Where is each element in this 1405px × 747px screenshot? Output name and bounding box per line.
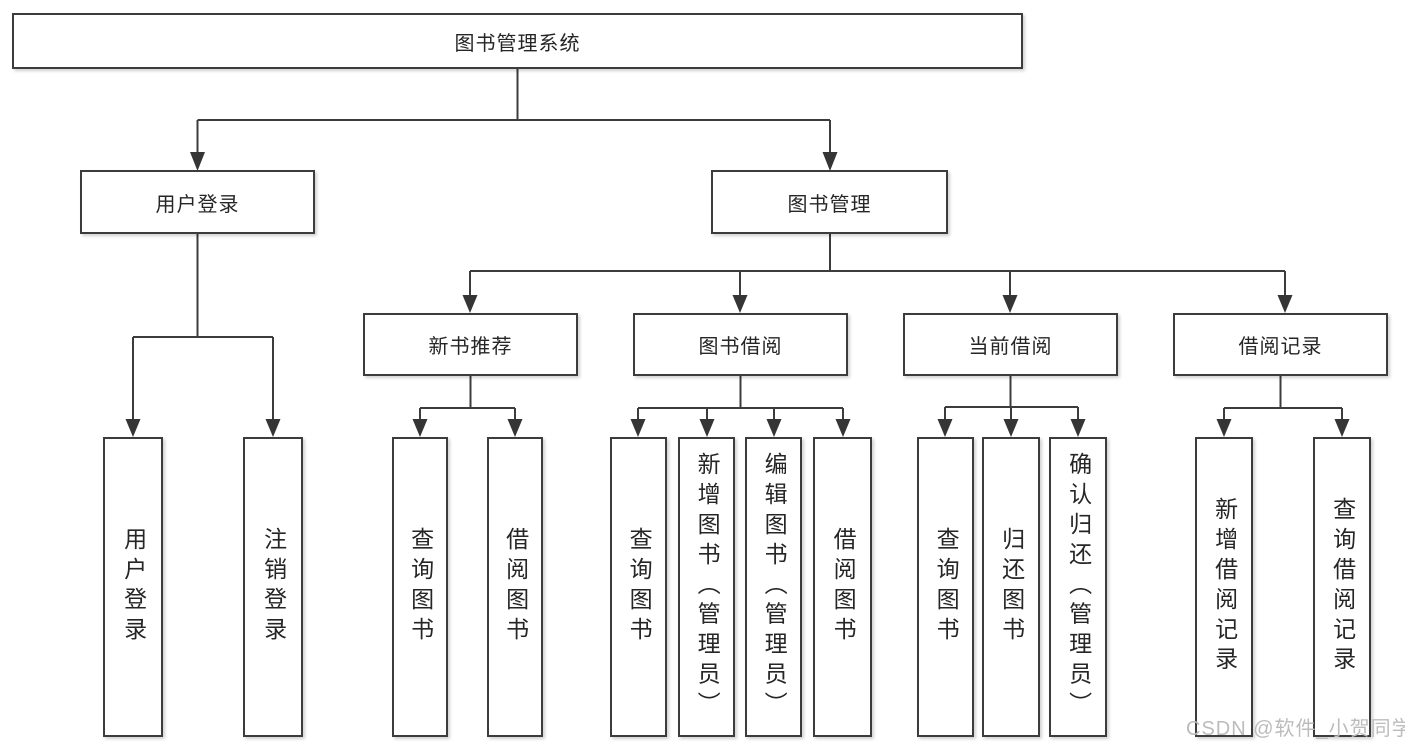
- connector-book-management-to-level3: [462, 234, 1293, 313]
- node-leaf-nbr-borrow-books: 借阅图书: [487, 437, 543, 737]
- node-leaf-bb-borrow-books: 借阅图书: [813, 437, 872, 737]
- node-current-borrowing: 当前借阅: [903, 313, 1118, 376]
- node-root-library-management-system: 图书管理系统: [12, 13, 1023, 69]
- node-leaf-br-add-record: 新增借阅记录: [1195, 437, 1253, 737]
- node-leaf-cb-confirm-return-admin: 确认归还（管理员）: [1049, 437, 1107, 737]
- node-leaf-bb-edit-books-admin: 编辑图书（管理员）: [745, 437, 802, 737]
- node-leaf-cb-query-books: 查询图书: [917, 437, 974, 737]
- connector-book-borrowing-to-leaves: [630, 376, 851, 437]
- node-book-management: 图书管理: [711, 170, 948, 234]
- node-book-borrowing: 图书借阅: [633, 313, 848, 376]
- node-borrowing-records: 借阅记录: [1173, 313, 1388, 376]
- node-leaf-cb-return-books: 归还图书: [982, 437, 1040, 737]
- connector-borrowing-records-to-leaves: [1216, 376, 1350, 437]
- connector-new-book-recommend-to-leaves: [412, 376, 523, 437]
- node-leaf-nbr-query-books: 查询图书: [392, 437, 448, 737]
- node-leaf-user-login: 用户登录: [103, 437, 163, 737]
- connector-current-borrowing-to-leaves: [937, 376, 1086, 437]
- node-leaf-bb-query-books: 查询图书: [610, 437, 667, 737]
- node-user-login: 用户登录: [80, 170, 315, 234]
- node-leaf-logout: 注销登录: [243, 437, 303, 737]
- connector-user-login-to-leaves: [125, 234, 281, 437]
- connector-root-to-level2: [190, 69, 838, 171]
- node-leaf-bb-add-books-admin: 新增图书（管理员）: [678, 437, 735, 737]
- node-leaf-br-query-record: 查询借阅记录: [1313, 437, 1371, 737]
- csdn-watermark: CSDN @软件_小贺同学: [1186, 718, 1405, 740]
- node-new-book-recommend: 新书推荐: [363, 313, 578, 376]
